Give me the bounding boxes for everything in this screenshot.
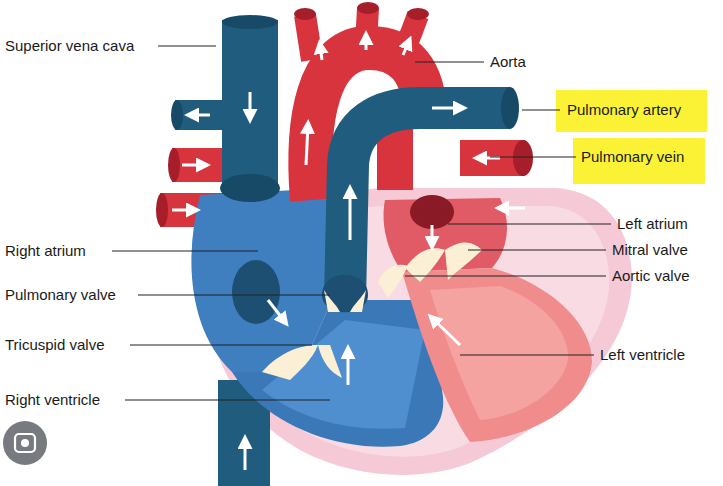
- pulmonary-trunk: [345, 108, 510, 300]
- mitral-valve: [405, 248, 445, 282]
- part-label: Pulmonary artery: [567, 101, 681, 119]
- aortic-valve: [378, 265, 408, 298]
- part-label: Right ventricle: [5, 391, 100, 409]
- highlight: [573, 138, 705, 184]
- part-label: Tricuspid valve: [5, 336, 104, 354]
- part-label: Pulmonary vein: [581, 148, 684, 166]
- tricuspid-valve: [262, 345, 318, 380]
- chamber: [232, 300, 443, 447]
- leader-line: [112, 46, 611, 400]
- lens-icon: [3, 421, 47, 465]
- part-label: Mitral valve: [612, 241, 688, 259]
- part-label: Aortic valve: [612, 267, 690, 285]
- part-label: Left ventricle: [600, 346, 685, 364]
- highlight: [556, 90, 707, 132]
- part-label: Pulmonary valve: [5, 286, 116, 304]
- flow-arrow: [172, 36, 525, 470]
- part-label: Aorta: [490, 53, 526, 71]
- part-label: Superior vena cava: [5, 37, 134, 55]
- vessel: [172, 148, 230, 182]
- part-label: Left atrium: [617, 215, 688, 233]
- pulmonary-valve: [322, 275, 368, 313]
- vessel: [175, 100, 230, 130]
- part-label: Right atrium: [5, 242, 86, 260]
- vessel: [222, 20, 278, 192]
